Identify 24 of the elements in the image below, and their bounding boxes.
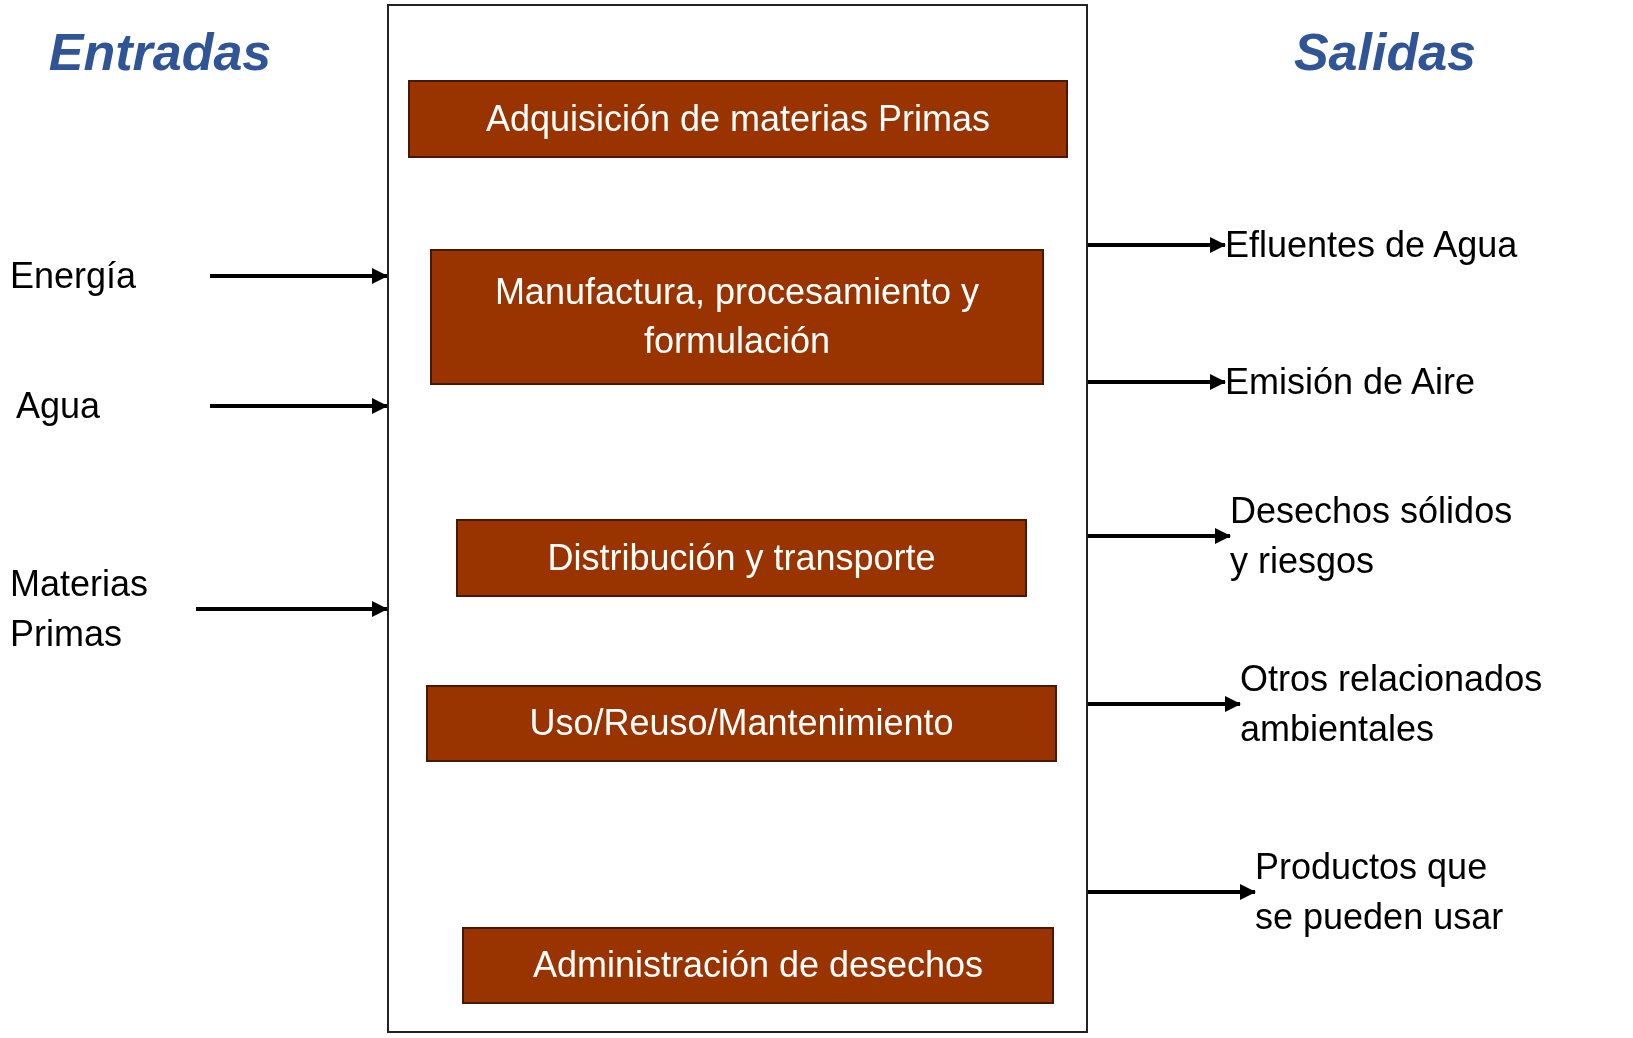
process-box: Distribución y transporte [456, 519, 1027, 597]
flow-label: Materias Primas [10, 555, 196, 663]
flow-label: Productos que se pueden usar [1255, 838, 1515, 946]
arrow [1088, 696, 1241, 712]
arrow [1088, 374, 1226, 390]
arrow [210, 268, 388, 284]
column-heading: Entradas [47, 22, 273, 83]
arrow [210, 398, 388, 414]
flow-label: Otros relacionados ambientales [1240, 650, 1630, 758]
flow-label: Agua [16, 380, 210, 432]
arrow [1088, 884, 1256, 900]
flow-label: Efluentes de Agua [1225, 219, 1630, 271]
process-box: Adquisición de materias Primas [408, 80, 1068, 158]
arrow [1088, 528, 1231, 544]
flow-label: Energía [10, 250, 210, 302]
flow-label: Emisión de Aire [1225, 356, 1630, 408]
arrow [196, 601, 388, 617]
process-box: Manufactura, procesamiento y formulación [430, 249, 1044, 385]
process-box: Uso/Reuso/Mantenimiento [426, 685, 1057, 762]
process-frame [387, 4, 1088, 1033]
process-box: Administración de desechos [462, 927, 1054, 1004]
flow-label: Desechos sólidos y riesgos [1230, 482, 1520, 590]
arrow [1088, 237, 1226, 253]
column-heading: Salidas [1292, 22, 1478, 83]
